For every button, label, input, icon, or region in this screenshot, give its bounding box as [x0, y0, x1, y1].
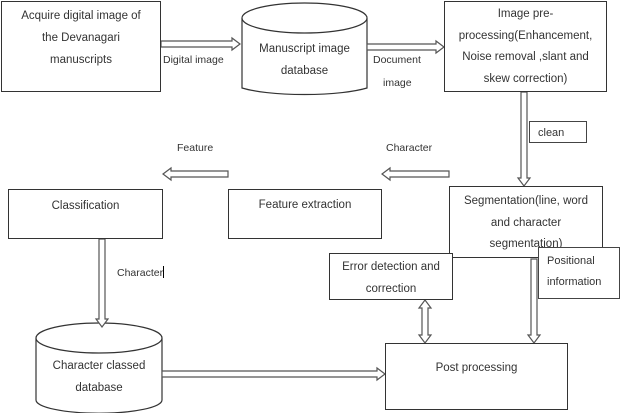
- arrow-segmentation-to-post-processing: [526, 258, 542, 344]
- node-classification-label: Classification: [51, 200, 120, 212]
- arrow-segmentation-to-feature-extraction: [381, 166, 450, 182]
- char-db-cylinder: [35, 322, 163, 413]
- edge-label-positional-line: information: [547, 276, 602, 288]
- node-preprocessing-line: Image pre-: [497, 8, 554, 20]
- arrow-acquire-to-manuscript-db: [160, 36, 241, 52]
- node-char-db-line: database: [75, 382, 123, 394]
- edge-label-character-class: Character: [117, 266, 165, 279]
- node-acquire-line: Acquire digital image of: [21, 10, 141, 22]
- node-acquire-line: the Devanagari: [41, 32, 120, 44]
- node-feature-extraction: Feature extraction: [228, 189, 382, 239]
- edge-label-digital-image: Digital image: [163, 54, 224, 66]
- node-segmentation: Segmentation(line, word and character se…: [449, 186, 603, 258]
- node-preprocessing-line: processing(Enhancement,: [458, 29, 593, 42]
- node-manuscript-db-line: Manuscript image: [259, 43, 350, 55]
- arrow-manuscript-db-to-preprocessing: [366, 39, 445, 55]
- edge-label-positional-line: Positional: [547, 255, 595, 267]
- node-error-detection-line: Error detection and: [342, 261, 440, 273]
- arrow-feature-extraction-to-classification: [162, 166, 229, 182]
- node-post-processing-label: Post processing: [435, 362, 518, 374]
- arrow-char-db-to-post-processing: [161, 366, 386, 382]
- node-preprocessing-line: skew correction): [483, 72, 568, 85]
- node-post-processing: Post processing: [385, 343, 568, 410]
- arrow-preprocessing-to-segmentation: [516, 91, 532, 187]
- node-char-db-line: Character classed: [52, 360, 146, 372]
- text-cursor: [163, 266, 165, 278]
- node-preprocessing: Image pre- processing(Enhancement, Noise…: [444, 1, 607, 92]
- arrow-error-detection-post-processing: [417, 299, 433, 344]
- node-feature-extraction-label: Feature extraction: [258, 199, 352, 211]
- node-classification: Classification: [8, 189, 163, 239]
- node-error-detection: Error detection and correction: [329, 253, 453, 300]
- edge-label-positional-information: Positional information: [538, 247, 620, 299]
- edge-label-character-class-text: Character: [117, 267, 164, 279]
- edge-label-clean: clean: [529, 121, 587, 143]
- arrow-classification-to-char-db: [94, 238, 110, 328]
- node-acquire-line: manuscripts: [49, 54, 112, 66]
- node-manuscript-db-text: Manuscript image database: [242, 38, 367, 82]
- node-preprocessing-line: Noise removal ,slant and: [462, 51, 589, 63]
- node-error-detection-line: correction: [365, 283, 417, 295]
- node-acquire: Acquire digital image of the Devanagari …: [1, 1, 161, 92]
- edge-label-character-seg: Character: [386, 142, 433, 154]
- node-segmentation-line: Segmentation(line, word: [463, 195, 588, 207]
- edge-label-document-image: Document: [373, 54, 421, 66]
- edge-label-document-image-2: image: [383, 77, 412, 89]
- node-segmentation-line: and character: [490, 216, 562, 229]
- edge-label-feature: Feature: [177, 142, 214, 154]
- manuscript-db-cylinder: [241, 2, 368, 96]
- node-manuscript-db-line: database: [280, 65, 329, 77]
- node-char-db-label: Character classed database: [36, 355, 162, 399]
